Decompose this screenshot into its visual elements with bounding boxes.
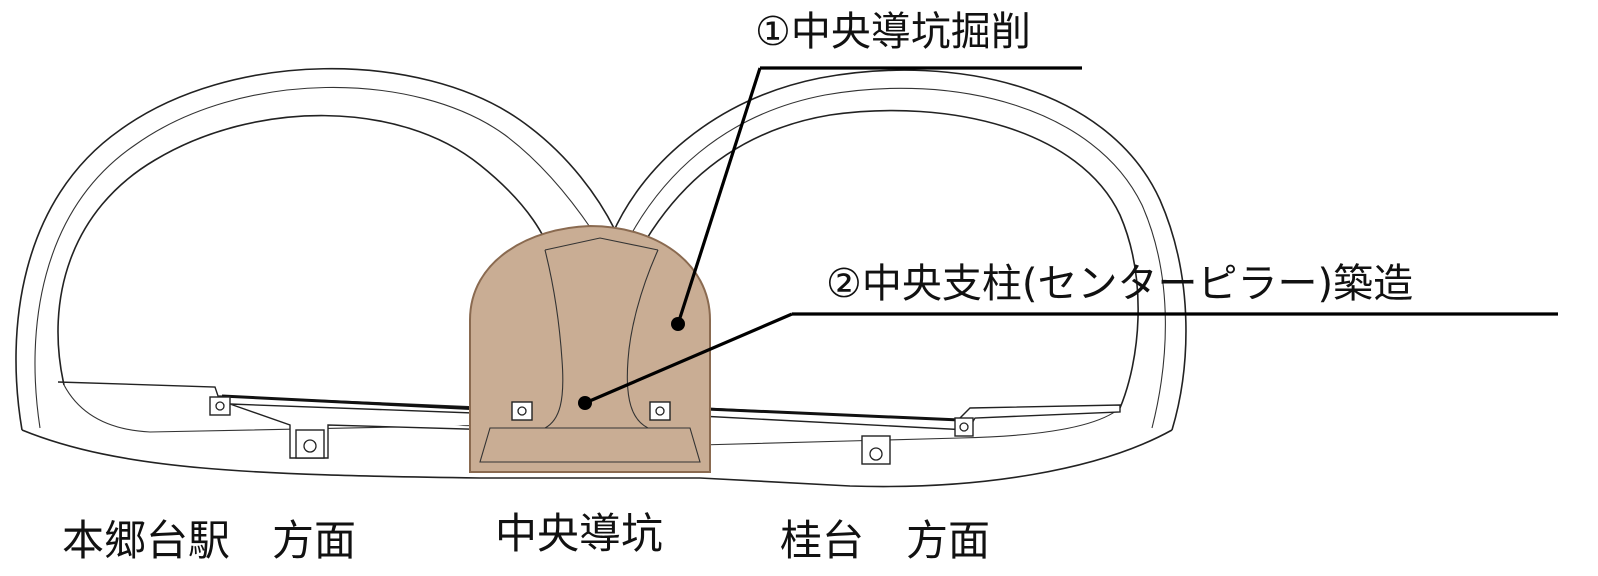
right-tunnel-middle-lining: [627, 87, 1166, 429]
pilot-tunnel-body: [469, 224, 711, 473]
left-tunnel-invert-inner: [63, 384, 501, 433]
left-tunnel-rail: [221, 394, 501, 412]
caption-right-direction: 桂台 方面: [780, 516, 990, 565]
callout-step2-label: ②中央支柱(センターピラー)築造: [826, 261, 1413, 307]
caption-left-direction: 本郷台駅 方面: [62, 516, 356, 565]
right-tunnel-drain-bolt: [869, 447, 883, 461]
right-tunnel: [611, 69, 1187, 488]
right-tunnel-outer-lining: [611, 69, 1187, 431]
right-tunnel-invert-inner: [699, 407, 1121, 446]
left-tunnel-drain-bolt: [303, 439, 317, 453]
left-tunnel-middle-lining: [34, 86, 593, 429]
callout-1-leader: [676, 67, 762, 325]
left-tunnel-invert: [21, 429, 700, 479]
callout-step1-label: ①中央導坑掘削: [755, 9, 1031, 55]
center-pillar-base: [479, 427, 701, 463]
caption-center-pilot-tunnel: 中央導坑: [495, 509, 663, 558]
left-tunnel-deck: [57, 381, 501, 459]
right-tunnel-invert: [699, 429, 1173, 488]
callout-leaders: [578, 66, 1558, 410]
pillar-left-bolt: [517, 406, 527, 416]
callout-2-point: [578, 396, 592, 410]
right-tunnel-rail-bolt: [959, 422, 969, 432]
left-tunnel: [15, 67, 700, 479]
left-tunnel-rail-bolt: [215, 401, 225, 411]
center-pillar-left-face: [544, 249, 564, 429]
callout-2-leader: [584, 312, 793, 405]
center-pilot-tunnel: [469, 224, 711, 473]
callout-1-point: [671, 317, 685, 331]
left-tunnel-outer-lining: [15, 67, 616, 431]
center-pillar-right-face: [626, 249, 659, 429]
center-pillar-crown: [544, 237, 659, 251]
right-tunnel-inner-lining: [639, 109, 1139, 409]
pillar-right-bolt: [655, 406, 665, 416]
left-tunnel-inner-lining: [57, 114, 561, 421]
